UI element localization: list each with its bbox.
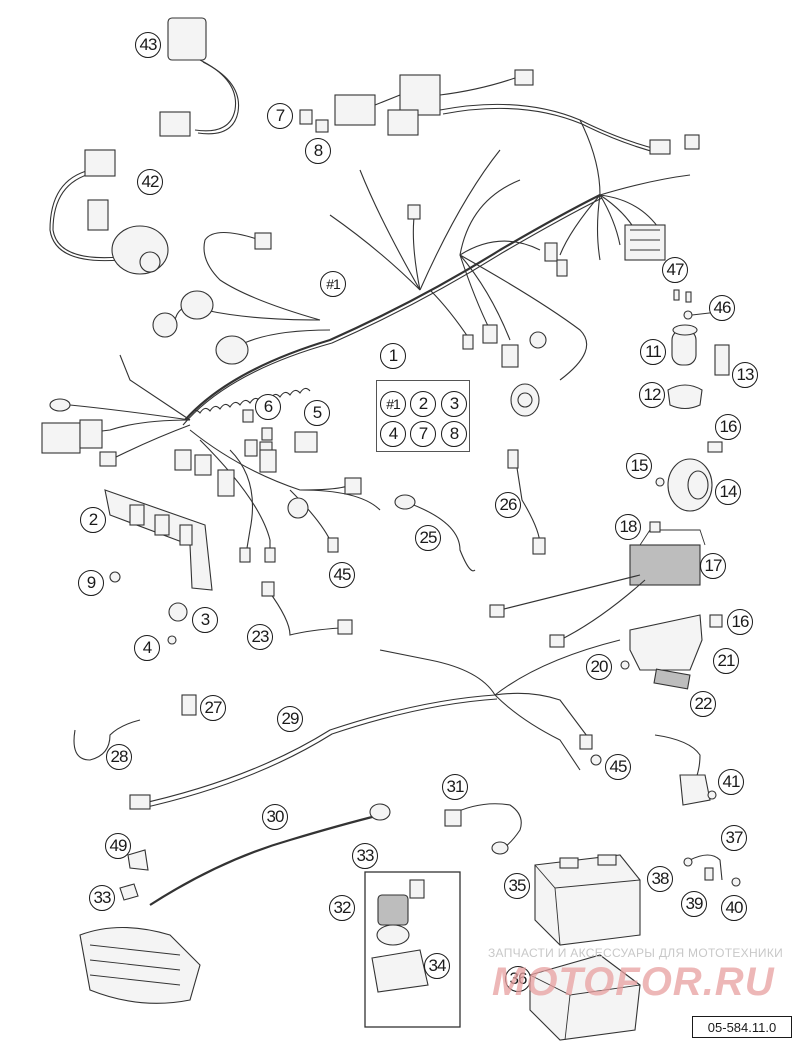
watermark-text: ЗАПЧАСТИ И АКСЕССУАРЫ ДЛЯ МОТОТЕХНИКИ [488, 946, 784, 960]
callout-43: 43 [135, 32, 161, 58]
callout-8: 8 [305, 138, 331, 164]
callout-37: 37 [721, 825, 747, 851]
callout-16: 16 [727, 609, 753, 635]
callout-8: 8 [441, 421, 467, 447]
callout-36: 36 [505, 966, 531, 992]
callout-5: 5 [304, 400, 330, 426]
callout-13: 13 [732, 362, 758, 388]
callout-26: 26 [495, 492, 521, 518]
callout-31: 31 [442, 774, 468, 800]
callout-41: 41 [718, 769, 744, 795]
callout-30: 30 [262, 804, 288, 830]
callout-4: 4 [134, 635, 160, 661]
callout-38: 38 [647, 866, 673, 892]
callout-23: 23 [247, 624, 273, 650]
callout-16: 16 [715, 414, 741, 440]
callout-3: 3 [192, 607, 218, 633]
callout-12: 12 [639, 382, 665, 408]
callout-45: 45 [329, 562, 355, 588]
callout-7: 7 [267, 103, 293, 129]
callout-18: 18 [615, 514, 641, 540]
repair-kit-frame [376, 380, 470, 452]
callout-9: 9 [78, 570, 104, 596]
callout-22: 22 [690, 691, 716, 717]
diagram-code: 05-584.11.0 [692, 1016, 792, 1038]
callout-40: 40 [721, 895, 747, 921]
callout-27: 27 [200, 695, 226, 721]
callout-hash-1: #1 [320, 271, 346, 297]
callout-11: 11 [640, 339, 666, 365]
callout-46: 46 [709, 295, 735, 321]
callout-2: 2 [410, 391, 436, 417]
callout-39: 39 [681, 891, 707, 917]
callout-25: 25 [415, 525, 441, 551]
callout-6: 6 [255, 394, 281, 420]
callout-21: 21 [713, 648, 739, 674]
watermark-logo: MOTOFOR.RU [492, 960, 775, 1004]
callout-49: 49 [105, 833, 131, 859]
callout-35: 35 [504, 873, 530, 899]
callout-20: 20 [586, 654, 612, 680]
callout-42: 42 [137, 169, 163, 195]
callout-29: 29 [277, 706, 303, 732]
callout-32: 32 [329, 895, 355, 921]
callout-14: 14 [715, 479, 741, 505]
callout-4: 4 [380, 421, 406, 447]
callout-3: 3 [441, 391, 467, 417]
callout-1: 1 [380, 343, 406, 369]
callout-47: 47 [662, 257, 688, 283]
callout-hash-1: #1 [380, 391, 406, 417]
callout-28: 28 [106, 744, 132, 770]
callout-33: 33 [352, 843, 378, 869]
callout-17: 17 [700, 553, 726, 579]
callout-2: 2 [80, 507, 106, 533]
callout-33: 33 [89, 885, 115, 911]
callout-34: 34 [424, 953, 450, 979]
callout-7: 7 [410, 421, 436, 447]
callout-45: 45 [605, 754, 631, 780]
callout-15: 15 [626, 453, 652, 479]
